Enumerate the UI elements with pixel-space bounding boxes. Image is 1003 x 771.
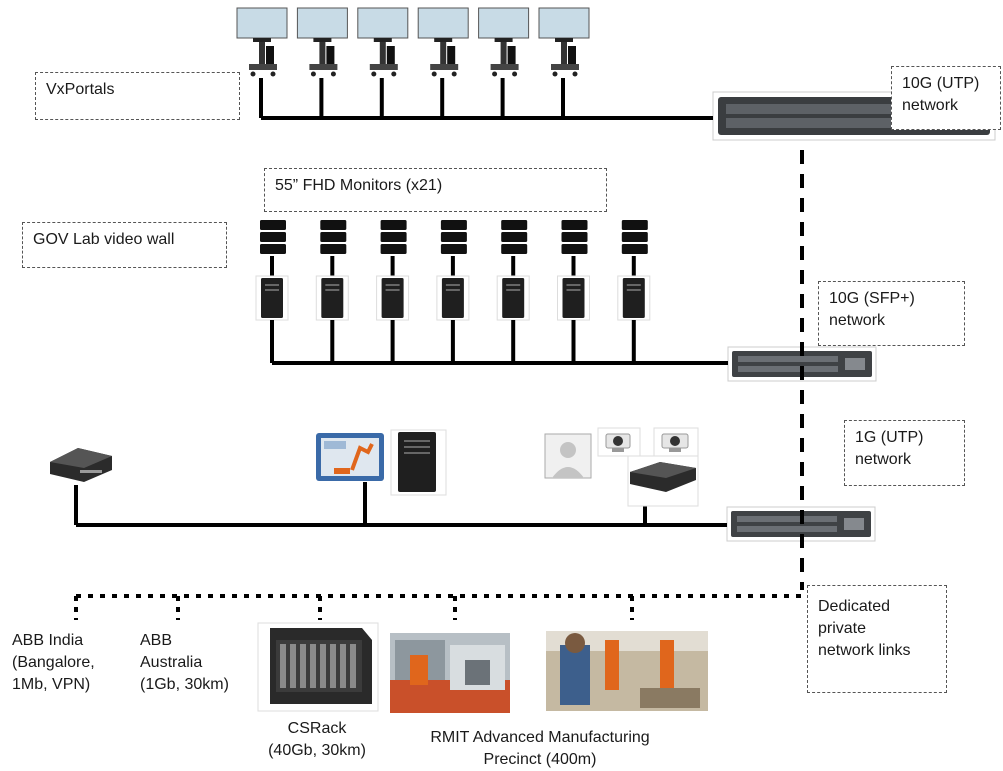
vxportal-display-4 — [417, 7, 469, 118]
net-1g-utp-line2: network — [855, 451, 912, 468]
rmit-label: RMIT Advanced Manufacturing Precinct (40… — [395, 727, 685, 771]
net-1g-utp-line1: 1G (UTP) — [855, 429, 924, 446]
dedicated-drops — [74, 596, 634, 620]
monitors-text: 55” FHD Monitors (x21) — [275, 177, 443, 194]
dedicated-links-label: Dedicated private network links — [807, 585, 947, 693]
video-wall-column-6 — [557, 220, 590, 363]
abb-india-label: ABB India (Bangalore, 1Mb, VPN) — [12, 630, 95, 696]
ptz-camera-left-icon — [597, 427, 641, 457]
net-10g-utp-line1: 10G (UTP) — [902, 75, 980, 92]
vxportal-display-5 — [478, 7, 530, 118]
vxportal-row — [236, 7, 590, 118]
touch-screen-icon — [316, 433, 384, 481]
net-1g-utp-label: 1G (UTP) network — [844, 420, 965, 486]
abb-australia-line3: (1Gb, 30km) — [140, 676, 229, 693]
factory-photo-icon — [390, 633, 510, 713]
abb-india-line2: (Bangalore, — [12, 654, 95, 671]
video-wall-column-2 — [315, 220, 349, 363]
video-wall-column-5 — [496, 220, 530, 363]
robot-photo-icon — [546, 631, 708, 711]
vxportal-display-3 — [357, 7, 409, 118]
dedicated-line1: Dedicated — [818, 598, 891, 615]
net-10g-sfp-line2: network — [829, 312, 886, 329]
video-wall-row — [255, 220, 651, 363]
net-10g-sfp-label: 10G (SFP+) network — [818, 281, 965, 346]
video-wall-column-3 — [376, 220, 410, 363]
abb-india-line3: 1Mb, VPN) — [12, 676, 91, 693]
abb-australia-line2: Australia — [140, 654, 203, 671]
csrack-line1: CSRack — [287, 720, 347, 737]
video-wall-column-1 — [255, 220, 289, 363]
csrack-line2: (40Gb, 30km) — [268, 742, 366, 759]
abb-australia-label: ABB Australia (1Gb, 30km) — [140, 630, 229, 696]
dedicated-line2: private — [818, 620, 867, 637]
server-rack-icon — [257, 622, 379, 712]
video-codec-left-icon — [45, 443, 115, 485]
vxportal-display-1 — [236, 7, 288, 118]
rmit-line2: Precinct (400m) — [483, 751, 597, 768]
vxportals-text: VxPortals — [46, 81, 115, 98]
monitors-label: 55” FHD Monitors (x21) — [264, 168, 607, 212]
video-wall-column-4 — [436, 220, 470, 363]
dedicated-line3: network links — [818, 642, 911, 659]
gov-lab-text: GOV Lab video wall — [33, 231, 175, 248]
csrack-label: CSRack (40Gb, 30km) — [254, 718, 380, 762]
vxportals-label: VxPortals — [35, 72, 240, 120]
tower-pc-1g-icon — [390, 429, 447, 496]
net-10g-utp-label: 10G (UTP) network — [891, 66, 1001, 130]
vxportal-display-6 — [538, 7, 590, 118]
rmit-line1: RMIT Advanced Manufacturing — [430, 729, 650, 746]
ptz-camera-right-icon — [653, 427, 699, 457]
net-10g-utp-line2: network — [902, 97, 959, 114]
abb-india-line1: ABB India — [12, 632, 84, 649]
gov-lab-label: GOV Lab video wall — [22, 222, 227, 268]
net-10g-sfp-line1: 10G (SFP+) — [829, 290, 915, 307]
video-wall-column-7 — [617, 220, 651, 363]
vxportal-display-2 — [296, 7, 348, 118]
video-codec-right-icon — [627, 455, 699, 507]
person-placeholder-icon — [544, 433, 592, 479]
abb-australia-line1: ABB — [140, 632, 173, 649]
